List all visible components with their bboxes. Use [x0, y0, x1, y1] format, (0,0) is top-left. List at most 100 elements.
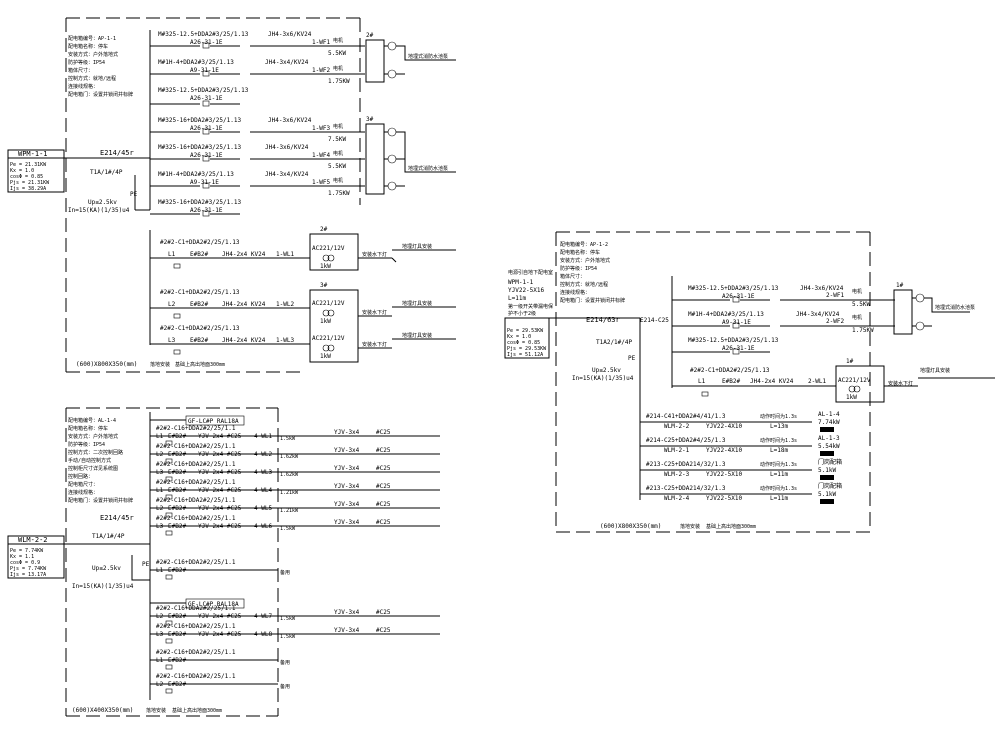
ap11-c5-load: 电机: [333, 150, 343, 157]
al14-row-breaker-icon: [165, 512, 173, 518]
al14-row-load: 1.5kW: [280, 634, 296, 640]
ap12-feeder-target: 门岗配箱: [818, 482, 842, 490]
ap12-feeder-box-icon: [820, 451, 834, 456]
ap11-size: (600)X800X350(mm): [76, 361, 137, 368]
ap12-main-switch: T1A2/1#/4P: [596, 339, 633, 346]
ap11-c1-load: 电机: [333, 37, 343, 44]
ap12-in-0: 电源引自地下配电室: [508, 269, 553, 276]
ap11-pe: PE: [130, 191, 138, 198]
al14-row-line: #2#2-C16+DDA2#2/25/1.1: [156, 649, 236, 656]
al14-row-line: #2#2-C16+DDA2#2/25/1.1: [156, 425, 236, 432]
ap11-circuit-6: M#1H-4+DDA2#3/25/1.13 A9-31-1E JH4-3x4/K…: [150, 171, 365, 197]
al14-row-conduit: #C25: [376, 501, 391, 508]
ap11-info-3: 防护等级：IP54: [68, 59, 105, 66]
al14-info-0: 配电箱编号：AL-1-4: [68, 417, 116, 424]
ap12-circuit-1: M#325-12.5+DDA2#3/25/1.13 A26-31-1E JH4-…: [672, 285, 895, 308]
ap12-tr-label: 1#: [846, 358, 854, 365]
ap11-light-1: #2#2-C1+DDA2#2/25/1.13 L1 E#B2# JH4-2x4 …: [150, 239, 310, 269]
ap11-circuit-7: M#325-16+DDA2#3/25/1.13 A26-31-1E: [150, 199, 241, 217]
ap12-feeder-len: L=11m: [770, 471, 788, 478]
ap12-c1-cable: JH4-3x6/KV24: [800, 285, 844, 292]
al14-row-out: YJV-3x4: [334, 447, 360, 454]
ap11-pump-box-3: 3# 地埋式消防水池泵: [365, 116, 456, 195]
al14-ctrl-group-1: GF-LC#P RAL18A: [150, 415, 245, 426]
ap11-l1-id: 1-WL1: [276, 251, 294, 258]
ap12-feeder-line: #213-C25+DDA214/32/1.3: [646, 461, 726, 468]
al14-row-out: YJV-3x4: [334, 465, 360, 472]
al14-row-line: #2#2-C16+DDA2#2/25/1.1: [156, 605, 236, 612]
ap12-c1-load: 电机: [852, 288, 862, 295]
ap12-c2-cable: JH4-3x4/KV24: [796, 311, 840, 318]
al14-spec-1: Kx = 1.1: [10, 554, 34, 560]
ap12-spec-0: Pe = 29.53KW: [507, 328, 544, 334]
ap12-info-4: 箱体尺寸：: [560, 273, 585, 280]
ap11-l1-phase: L1: [168, 251, 176, 258]
ap11-info-6: 连接线规格：: [68, 83, 98, 90]
ap12-tr-note: 安装水下灯: [888, 380, 913, 387]
al14-row-conduit: #C25: [376, 627, 391, 634]
ap12-mount2: 基础上高出地面300mm: [706, 523, 756, 530]
al14-row-out: YJV-3x4: [334, 627, 360, 634]
ap12-c1-breaker: M#325-12.5+DDA2#3/25/1.13: [688, 285, 779, 292]
ap11-light-note-c: 地埋灯具安装: [402, 332, 432, 339]
al14-row-breaker-icon: [165, 530, 173, 536]
ap12-feeder-len: L=13m: [770, 423, 788, 430]
ap12-c2-breaker: M#1H-4+DDA2#3/25/1.13: [688, 311, 764, 318]
ap11-l3-rcd: E#B2#: [190, 337, 208, 344]
ap12-feeder-target: 门岗配箱: [818, 458, 842, 466]
ap12-info-2: 安装方式：户外落地式: [560, 257, 610, 264]
ap12-feeder-len: L=11m: [770, 495, 788, 502]
ap12-light-cable: JH4-2x4 KV24: [750, 378, 794, 385]
al14-feed: WLM-2-2 Pe = 7.74KW Kx = 1.1 cosΦ = 0.9 …: [7, 514, 222, 714]
al14-row-line: #2#2-C16+DDA2#2/25/1.1: [156, 515, 236, 522]
ap11-c5-power: 5.5KW: [328, 163, 346, 170]
ap11-c1-sub: A26-31-1E: [190, 39, 223, 46]
ap12-feeder-cable: YJV22-5X10: [706, 471, 743, 478]
al14-info-3: 防护等级：IP54: [68, 441, 105, 448]
al14-size: (600)X400X350(mm): [72, 707, 133, 714]
ap11-pump-label-1: 地埋式消防水池泵: [408, 53, 448, 60]
al14-info-9: 连接线规格：: [68, 489, 98, 496]
ap12-c3-breaker: M#325-12.5+DDA2#3/25/1.13: [688, 337, 779, 344]
ap12-feeder-box-icon: [820, 427, 834, 432]
al14-spec-3: Pjs = 7.74KW: [10, 566, 47, 572]
al14-ctrl-group-2: GF-LC#P RAL18A: [150, 598, 245, 609]
ap12-feeder-target-power: 5.1kW: [818, 467, 836, 474]
al14-row-breaker-icon: [165, 458, 173, 464]
ap11-spec-4: Ijs = 38.29A: [10, 186, 46, 192]
ap11-c2-id: 1-WF2: [312, 67, 330, 74]
panel-ap-1-2: 配电箱编号：AP-1-2 配电箱名称：停车 安装方式：户外落地式 防护等级：IP…: [504, 231, 995, 533]
al14-row-load: 1.5kW: [280, 526, 296, 532]
al14-info-5: 手动/自动控制方式: [68, 457, 111, 464]
al14-row-load: 1.62kW: [280, 454, 299, 460]
ap11-c4-sub: A26-31-1E: [190, 125, 223, 132]
ap11-c6-load: 电机: [333, 177, 343, 184]
ap12-feeder-box-icon: [820, 499, 834, 504]
ap11-circuit-4: M#325-16+DDA2#3/25/1.13 A26-31-1E JH4-3x…: [150, 117, 365, 143]
ap12-light-id: 2-WL1: [808, 378, 826, 385]
al14-info-1: 配电箱名称：停车: [68, 425, 108, 432]
al14-row-out: YJV-3x4: [334, 501, 360, 508]
ap11-l1-rcd: E#B2#: [190, 251, 208, 258]
al14-row-load: 1.5kW: [280, 616, 296, 622]
ap12-tr-power: 1kW: [846, 394, 857, 401]
ap11-l3-cable: JH4-2x4 KV24: [222, 337, 266, 344]
al14-feed-name: WLM-2-2: [18, 536, 48, 544]
ap12-light-note: 地埋灯具安装: [920, 367, 950, 374]
ap11-l3-line: #2#2-C1+DDA2#2/25/1.13: [160, 325, 240, 332]
ap12-feeder-line: #213-C25+DDA214/32/1.3: [646, 485, 726, 492]
ap11-c2-breaker: M#1H-4+DDA2#3/25/1.13: [158, 59, 234, 66]
ap12-light-rcd: E#B2#: [722, 378, 740, 385]
ap11-c4-cable: JH4-3x6/KV24: [268, 117, 312, 124]
ap11-tr-c-note: 安装水下灯: [362, 341, 387, 348]
ap12-feeder-line: #214-C41+DDA2#4/41/1.3: [646, 413, 726, 420]
ap11-light-note-b: 地埋灯具安装: [402, 300, 432, 307]
ap11-c7-sub: A26-31-1E: [190, 207, 223, 214]
al14-info-10: 配电箱门：设置并锁闭并标牌: [68, 497, 133, 504]
al14-row-load: 备用: [280, 569, 290, 576]
